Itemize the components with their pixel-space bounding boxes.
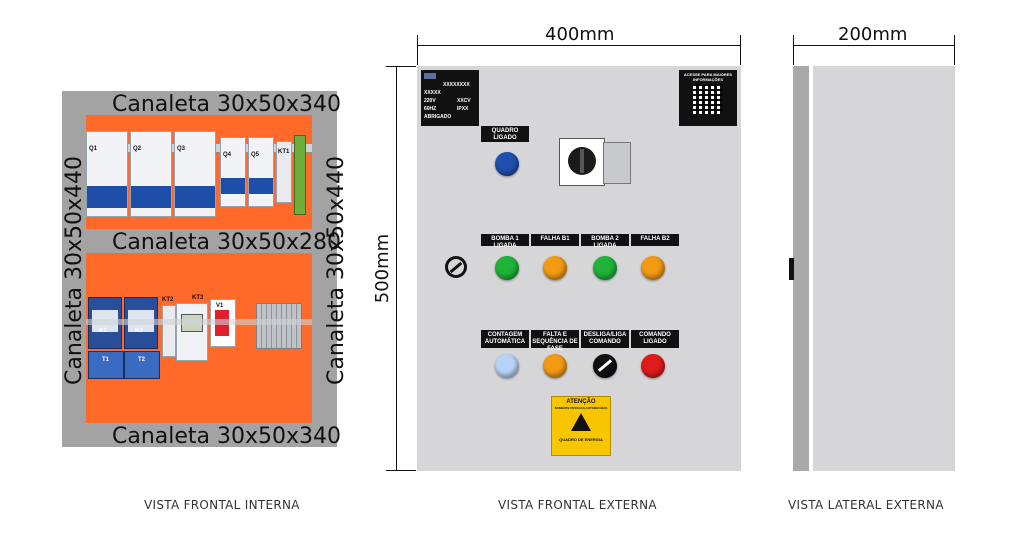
breaker-q1-label: Q1 [89,146,98,152]
breaker-q3: Q3 [174,131,216,217]
lamp-falta-fase [543,354,567,378]
nameplate-ip: IPXX [457,106,469,112]
terminal-block-top [294,135,306,215]
nameplate-current: XXCV [457,98,471,104]
breaker-q2-label: Q2 [133,146,142,152]
qr-code-icon [693,84,723,114]
label-contagem: CONTAGEM AUTOMÁTICA [481,330,529,348]
lateral-hinge [789,258,794,280]
lamp-comando-ligado [641,354,665,378]
external-panel: XXXXXXXX XXXXX 220V XXCV 60HZ IPXX ABRIG… [417,66,741,471]
high-voltage-icon [571,413,591,431]
breaker-q4: Q4 [220,137,246,207]
lamp-quadro-ligado [495,152,519,176]
din-rail-bottom [86,319,312,325]
nameplate-code: XXXXX [424,90,441,96]
timer-kt3-label: KT3 [192,295,204,301]
canaleta-right-label: Canaleta 30x50x440 [324,155,350,386]
qr-title: ACESSE PARA MAIORES INFORMAÇÕES [683,72,733,82]
breaker-q5: Q5 [248,137,274,207]
label-bomba1: BOMBA 1 LIGADA [481,234,529,249]
height-dimension-label: 500mm [372,233,394,304]
relay-t2-label: T2 [138,357,146,363]
nameplate-voltage: 220V [424,98,436,104]
warning-sign: ATENÇÃO SOMENTE PESSOAS AUTORIZADAS QUAD… [551,396,611,456]
label-falha-b1: FALHA B1 [531,234,579,246]
width-dimension-line [417,45,741,46]
breaker-q1: Q1 [86,131,128,217]
terminal-block-bottom [256,303,302,349]
relay-t1-label: T1 [102,357,110,363]
height-dimension-line [396,66,397,471]
timer-kt1-label: KT1 [278,149,290,155]
warning-title: ATENÇÃO [566,399,596,405]
breaker-q3-label: Q3 [177,146,186,152]
breaker-q5-label: Q5 [251,152,260,158]
nameplate: XXXXXXXX XXXXX 220V XXCV 60HZ IPXX ABRIG… [421,70,479,126]
label-bomba2: BOMBA 2 LIGADA [581,234,629,249]
canaleta-top-label: Canaleta 30x50x340 [112,92,342,117]
switch-desliga-liga[interactable] [593,354,617,378]
relay-t1 [88,351,124,379]
voltmeter-v1-label: V1 [216,303,224,309]
warning-sub: SOMENTE PESSOAS AUTORIZADAS [554,406,608,410]
timer-kt2 [162,305,176,357]
timer-kt3 [176,303,208,361]
caption-internal: VISTA FRONTAL INTERNA [144,498,300,512]
width-dimension-label: 400mm [545,24,615,45]
label-desliga-liga: DESLIGA/LIGA COMANDO [581,330,629,348]
canaleta-left-label: Canaleta 30x50x440 [62,155,88,386]
no-entry-icon [445,256,467,278]
breaker-q2: Q2 [130,131,172,217]
lamp-contagem [495,354,519,378]
contactor-k1-label: K1 [99,328,107,334]
breaker-q4-label: Q4 [223,152,232,158]
lamp-bomba1 [495,256,519,280]
lateral-width-dimension-label: 200mm [838,24,908,45]
lamp-falha-b2 [641,256,665,280]
timer-kt1 [276,141,292,203]
relay-t2 [124,351,160,379]
internal-view: Q1 Q2 Q3 Q4 Q5 KT1 K1 K2 T1 T2 KT2 KT3 V… [62,91,337,447]
selector-switch[interactable] [559,138,605,186]
warning-footer: QUADRO DE ENERGIA [559,437,603,442]
caption-lateral: VISTA LATERAL EXTERNA [788,498,944,512]
lateral-body [813,66,955,471]
label-falha-b2: FALHA B2 [631,234,679,246]
lateral-width-dimension-line [793,45,955,46]
canaleta-middle-label: Canaleta 30x50x280 [112,230,342,255]
selector-cover [603,142,631,184]
label-quadro-ligado: QUADRO LIGADO [481,126,529,142]
nameplate-freq: 60HZ [424,106,437,112]
timer-kt2-label: KT2 [162,297,174,303]
nameplate-shelter: ABRIGADO [424,114,452,120]
lateral-door-edge [793,66,809,471]
qr-plate: ACESSE PARA MAIORES INFORMAÇÕES [679,70,737,126]
lamp-falha-b1 [543,256,567,280]
canaleta-bottom-label: Canaleta 30x50x340 [112,424,342,449]
lamp-bomba2 [593,256,617,280]
nameplate-model: XXXXXXXX [443,82,470,88]
label-comando-ligado: COMANDO LIGADO [631,330,679,348]
label-falta-fase: FALTA E SEQUÊNCIA DE FASE [531,330,579,352]
caption-external: VISTA FRONTAL EXTERNA [498,498,657,512]
contactor-k2-label: K2 [135,328,143,334]
